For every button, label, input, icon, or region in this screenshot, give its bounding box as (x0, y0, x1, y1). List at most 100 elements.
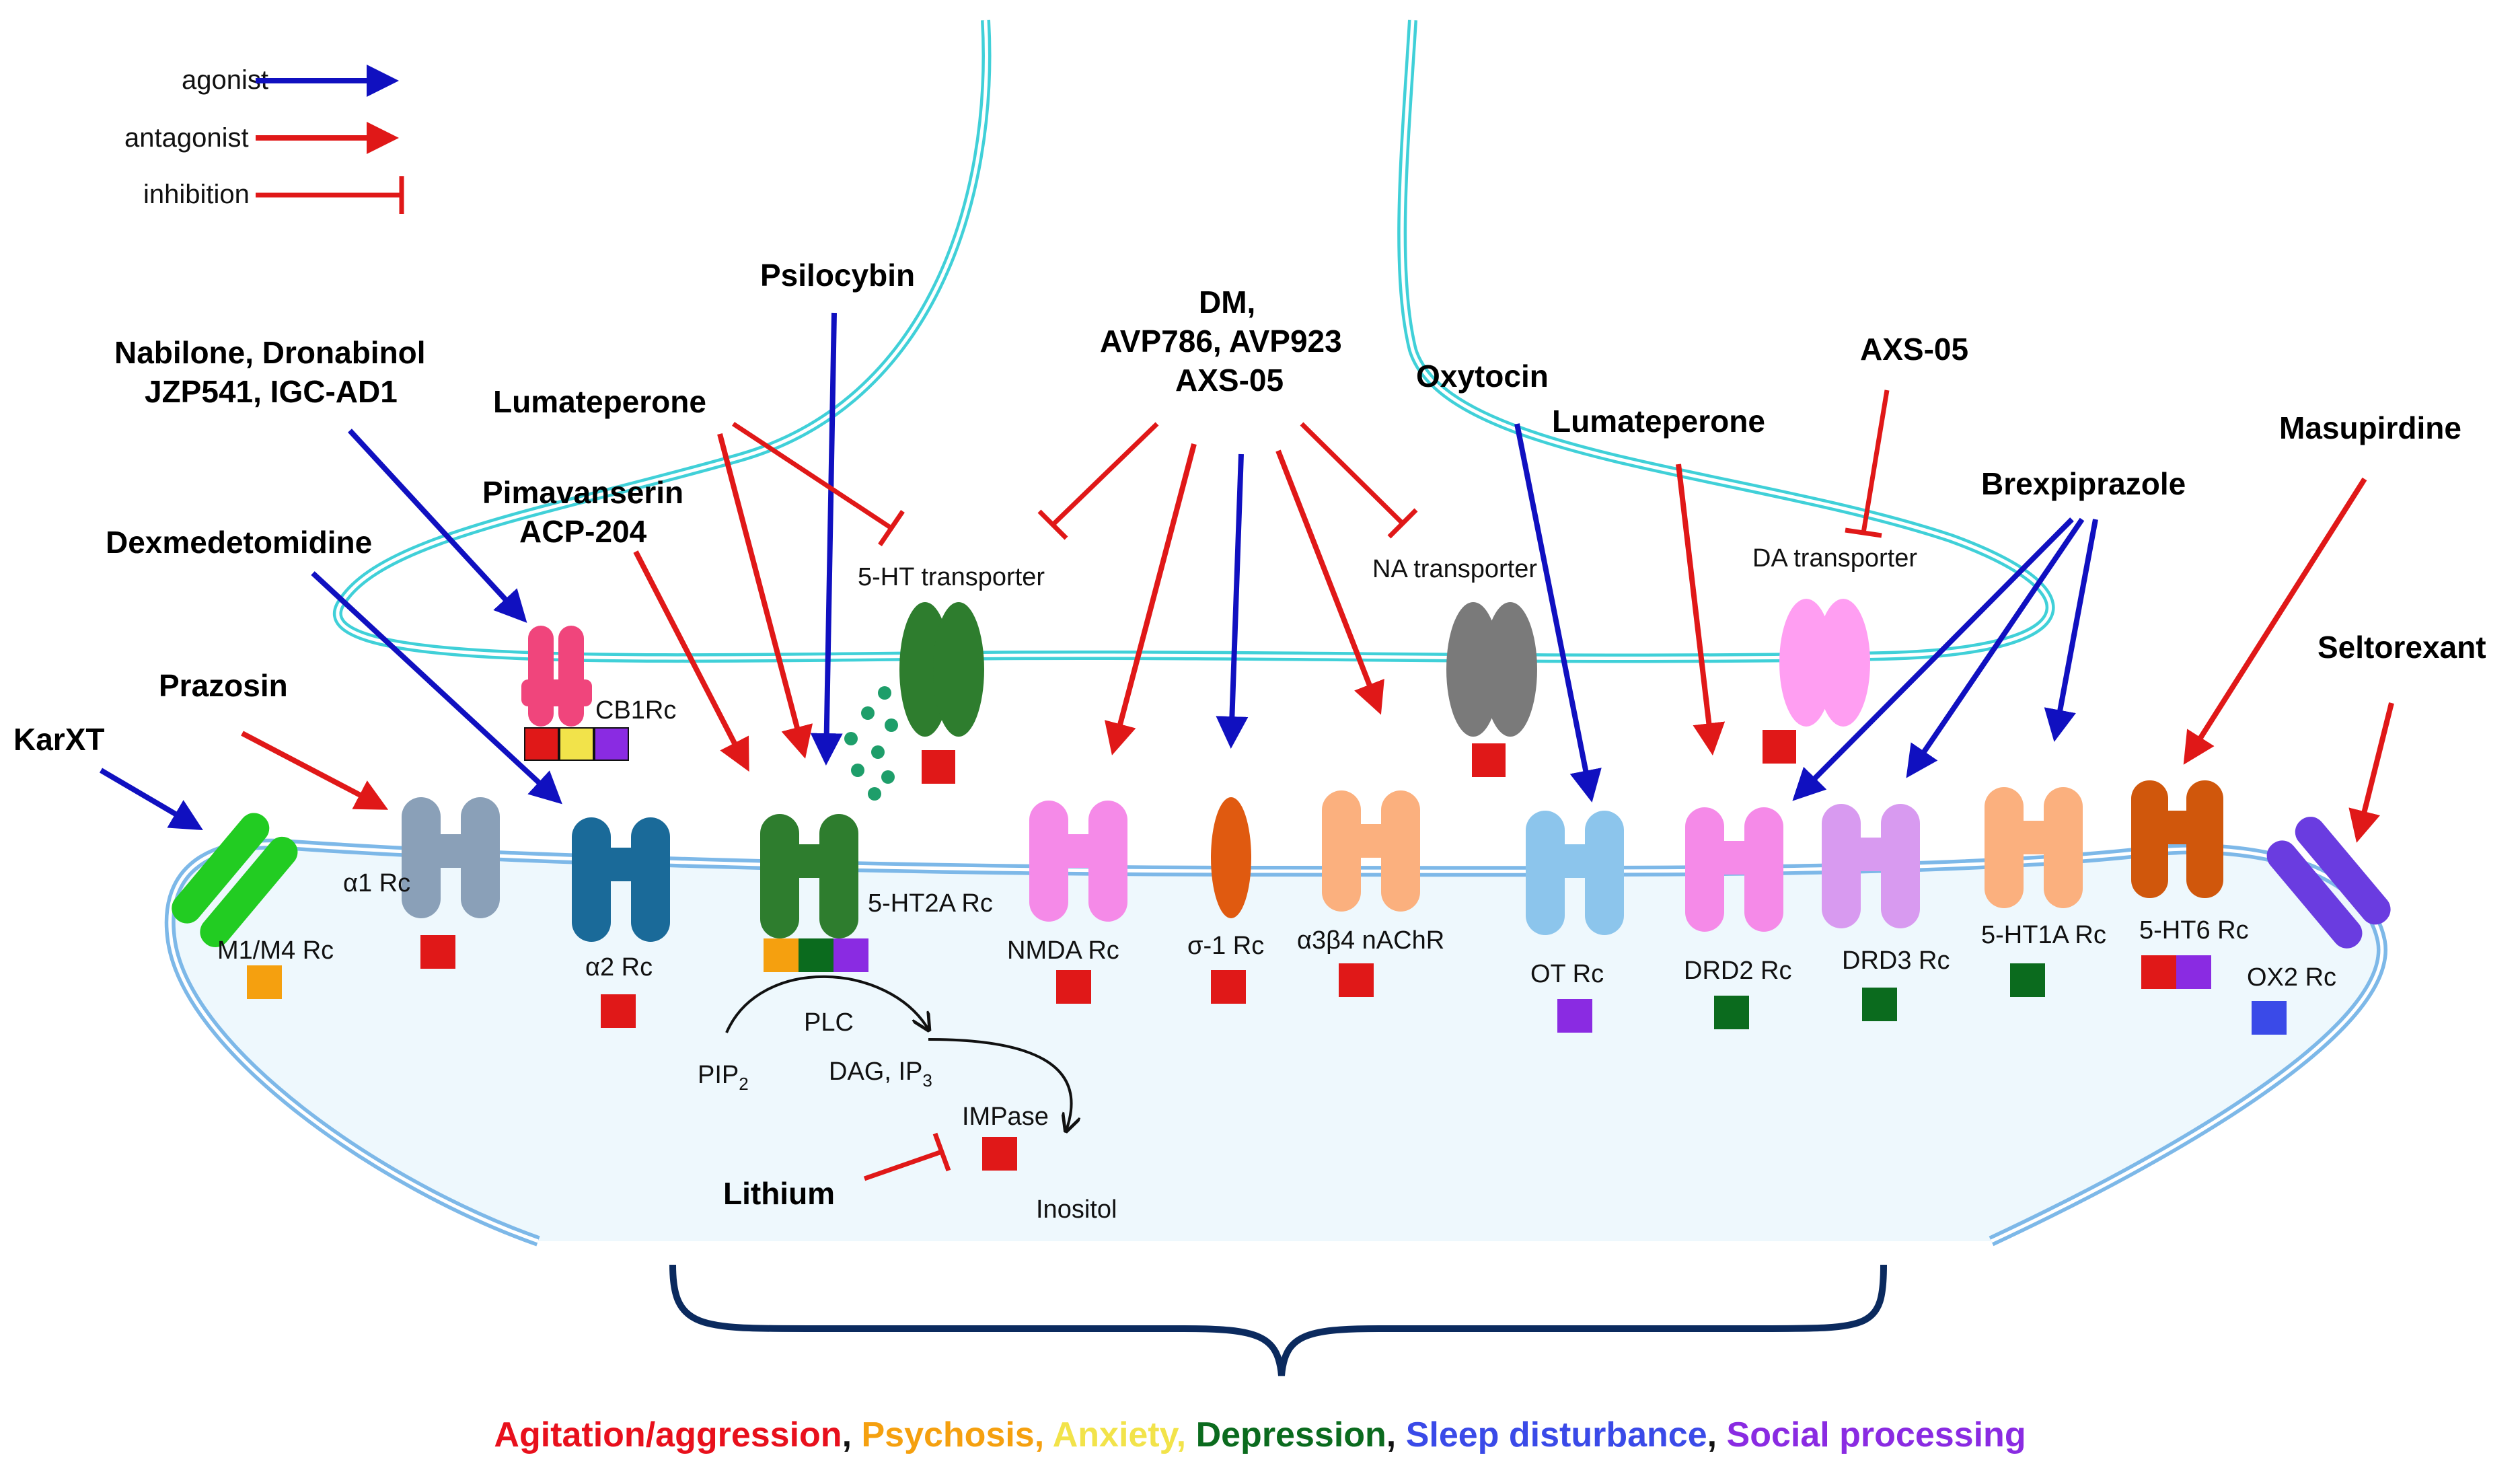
presynaptic-terminal (333, 20, 2055, 663)
ht2a-receptor (760, 814, 868, 972)
arrow-nabilone (348, 429, 527, 623)
arrow-karxt (99, 768, 203, 831)
footer-psychosis: Psychosis, (861, 1415, 1044, 1454)
ox2-label: OX2 Rc (2247, 963, 2336, 992)
ht-transporter-marker (922, 750, 955, 784)
drug-prazosin: Prazosin (159, 668, 288, 703)
serotonin-dots (844, 686, 898, 801)
m1m4-label: M1/M4 Rc (217, 936, 334, 965)
drd3-receptor (1822, 804, 1920, 1021)
legend: agonist antagonist inhibition (124, 65, 404, 214)
inhibit-axs05-da (1861, 390, 1890, 533)
da-transporter-label: DA transporter (1752, 544, 1917, 572)
ht6-marker-agitation (2141, 955, 2176, 989)
arrow-masupirdine (2183, 477, 2367, 765)
footer-sep-1: , (842, 1415, 862, 1454)
agonist-arrows (99, 312, 2098, 831)
drug-pimavanserin-line2: ACP-204 (519, 514, 647, 549)
drug-dm-line1: DM, (1199, 285, 1255, 320)
footer-sleep: Sleep disturbance (1406, 1415, 1707, 1454)
cb1-receptor (521, 626, 629, 761)
ht-transporter-label: 5-HT transporter (858, 563, 1045, 591)
a1-receptor (402, 797, 500, 969)
cb1-marker-anxiety (559, 727, 594, 761)
drug-lumateperone-right: Lumateperone (1552, 404, 1765, 439)
nachr-label: α3β4 nAChR (1297, 926, 1444, 955)
sigma1-marker (1211, 970, 1246, 1004)
inhibit-dm-na (1300, 422, 1405, 525)
ot-label: OT Rc (1530, 960, 1604, 988)
drug-nabilone-line2: JZP541, IGC-AD1 (145, 374, 398, 409)
drug-pimavanserin-line1: Pimavanserin (482, 475, 683, 510)
a2-receptor (572, 817, 670, 1028)
ht2a-marker-social (833, 938, 868, 972)
pip2-sub: 2 (739, 1074, 748, 1094)
legend-inhibition-label: inhibition (143, 180, 250, 209)
a2-label: α2 Rc (585, 953, 653, 982)
drug-dexmedetomidine: Dexmedetomidine (106, 525, 372, 560)
inhibit-lumateperone-ht-bar (878, 510, 905, 546)
postsynaptic-cell (164, 838, 2387, 1247)
m1m4-receptor (172, 813, 298, 999)
da-transporter (1763, 599, 1870, 764)
ox2-marker (2252, 1001, 2287, 1035)
drd3-marker (1862, 988, 1897, 1021)
inhibit-lumateperone-ht (732, 422, 893, 530)
drug-karxt: KarXT (13, 722, 104, 757)
impase-label: IMPase (962, 1103, 1049, 1131)
plc-pathway (725, 975, 1072, 1130)
arrow-brexpiprazole-drd2 (1792, 517, 2074, 801)
legend-antagonist-label: antagonist (124, 123, 249, 153)
a2-marker (601, 994, 636, 1028)
inhibit-dm-ht (1051, 422, 1159, 527)
na-transporter (1446, 602, 1537, 777)
m1m4-marker (247, 965, 282, 999)
drug-nabilone-line1: Nabilone, Dronabinol (114, 335, 426, 370)
nmda-label: NMDA Rc (1007, 936, 1119, 965)
nachr-marker (1339, 963, 1374, 997)
a1-marker (420, 935, 455, 969)
ht1a-marker (2010, 963, 2045, 997)
inhibit-dm-ht-bar (1037, 509, 1068, 540)
arrow-brexpiprazole-ht1a (2044, 519, 2098, 742)
a1-label: α1 Rc (343, 869, 410, 897)
pip2-label: PIP2 (698, 1061, 749, 1094)
footer-sep-2: , (1386, 1415, 1406, 1454)
footer-anxiety: Anxiety, (1044, 1415, 1186, 1454)
inhibit-axs05-da-bar (1845, 527, 1882, 538)
sigma1-receptor (1211, 797, 1251, 1004)
drug-axs05: AXS-05 (1860, 332, 1968, 367)
ht2a-label: 5-HT2A Rc (868, 889, 993, 918)
drd2-marker (1714, 996, 1749, 1029)
ot-marker (1557, 999, 1592, 1033)
arrow-dm-nmda (1104, 443, 1197, 755)
dag-base: DAG, IP (829, 1058, 922, 1086)
drug-brexpiprazole: Brexpiprazole (1981, 466, 2186, 501)
drd2-receptor (1685, 807, 1783, 1029)
dag-label: DAG, IP3 (829, 1058, 932, 1091)
inhibition-lines (732, 390, 1890, 1181)
arrow-prazosin (241, 731, 389, 810)
impase-marker (982, 1137, 1017, 1171)
ht6-receptor (2131, 780, 2223, 989)
arrow-lumateperone-drd2 (1676, 464, 1726, 755)
arrow-dexmedetomidine (311, 571, 562, 805)
ox2-receptor (2252, 817, 2391, 1035)
arrow-oxytocin (1514, 423, 1602, 803)
arrow-seltorexant (2348, 702, 2394, 843)
arrow-psilocybin (810, 312, 843, 766)
nachr-receptor (1322, 790, 1420, 997)
arrow-dm-nachr (1275, 449, 1384, 715)
drug-masupirdine: Masupirdine (2279, 410, 2461, 445)
sigma1-label: σ-1 Rc (1187, 932, 1264, 960)
inhibit-dm-na-bar (1387, 508, 1418, 539)
ht2a-marker-psychosis (764, 938, 799, 972)
ht2a-marker-depression (799, 938, 833, 972)
na-transporter-marker (1472, 743, 1506, 777)
drd2-label: DRD2 Rc (1684, 957, 1791, 985)
footer-sep-3: , (1707, 1415, 1727, 1454)
footer-agitation: Agitation/aggression (494, 1415, 842, 1454)
arrow-pimavanserin (633, 550, 749, 772)
inhibit-lithium-bar (932, 1132, 951, 1172)
